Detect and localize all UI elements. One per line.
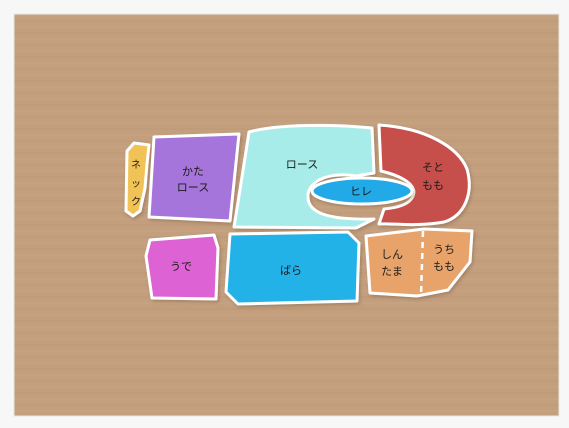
uchimomo-label-1: うち	[433, 243, 455, 256]
neck-label-3: ク	[131, 196, 141, 208]
sotomomo-label-2: もも	[422, 179, 444, 192]
ude-label: うで	[170, 260, 192, 273]
bara-piece: ばら	[226, 232, 359, 304]
bara-label: ばら	[280, 264, 302, 277]
rosu-label: ロース	[286, 158, 318, 171]
uchimomo-label-2: もも	[433, 260, 455, 273]
hire-piece: ヒレ	[312, 178, 412, 204]
neck-label-1: ネ	[131, 159, 141, 171]
neck-label-2: ッ	[131, 179, 141, 190]
shintama-label-2: たま	[381, 265, 403, 278]
kata-rosu-piece: かた ロース	[149, 134, 239, 221]
kata-label-2: ロース	[177, 181, 209, 194]
ude-piece: うで	[146, 235, 218, 299]
sotomomo-label-1: そと	[422, 161, 444, 174]
shintama-label-1: しん	[381, 248, 403, 261]
kata-label-1: かた	[182, 165, 204, 178]
hire-label: ヒレ	[350, 185, 372, 198]
